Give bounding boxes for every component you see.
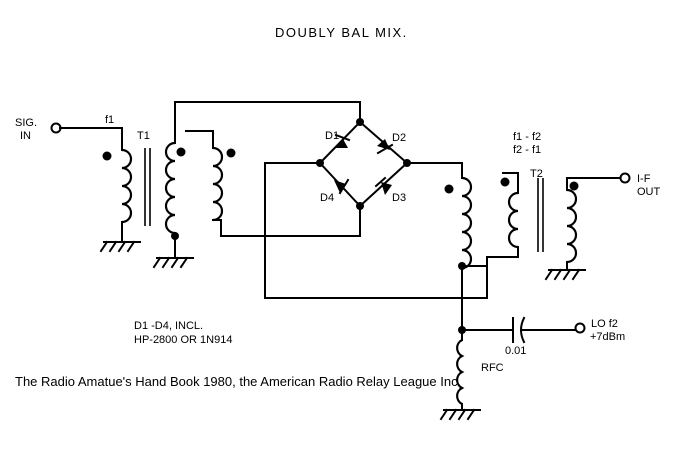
t2-core	[537, 178, 544, 252]
t2-primary-winding	[444, 176, 488, 331]
t1-core	[144, 148, 151, 226]
source-caption: The Radio Amatue's Hand Book 1980, the A…	[15, 374, 461, 389]
diode-note-line2: HP-2800 OR 1N914	[134, 334, 232, 346]
t1-primary-winding	[59, 127, 141, 253]
diode-d3	[374, 176, 392, 195]
lo-capacitor	[512, 316, 578, 344]
d3-label: D3	[392, 192, 406, 204]
diode-d4	[334, 178, 350, 195]
t1-tertiary-winding	[185, 130, 361, 237]
lo-node	[458, 326, 512, 334]
d4-label: D4	[320, 192, 334, 204]
if-out-label-line1: I-F	[637, 173, 651, 185]
f2-minus-f1-label: f2 - f1	[513, 144, 541, 156]
bridge-top-wire	[174, 101, 361, 124]
d1-label: D1	[325, 130, 339, 142]
t2-secondary-winding	[486, 172, 519, 267]
f1-minus-f2-label: f1 - f2	[513, 131, 541, 143]
if-out-terminal	[619, 172, 631, 184]
t1-secondary-winding	[152, 122, 194, 269]
lo-label-line1: LO f2	[591, 318, 618, 330]
diode-d1	[334, 133, 351, 148]
sig-in-label-line2: IN	[20, 130, 31, 142]
diode-ring-bridge	[316, 118, 411, 210]
diode-d2	[376, 139, 394, 155]
d2-label: D2	[392, 132, 406, 144]
capacitor-value-label: 0.01	[505, 345, 526, 357]
t1-label: T1	[137, 130, 150, 142]
bridge-right-wire	[406, 162, 463, 179]
lo-terminal	[574, 322, 586, 334]
if-out-label-line2: OUT	[637, 186, 661, 198]
t2-output-winding	[544, 177, 622, 281]
f1-label: f1	[105, 114, 114, 126]
t2-label: T2	[530, 168, 543, 180]
diode-note-line1: D1 -D4, INCL.	[134, 320, 203, 332]
schematic-title: DOUBLY BAL MIX.	[275, 25, 408, 40]
rfc-label: RFC	[481, 362, 504, 374]
bridge-left-return-wire	[264, 162, 488, 299]
sig-in-label-line1: SIG.	[15, 117, 37, 129]
rfc-choke	[439, 329, 481, 421]
lo-label-line2: +7dBm	[590, 331, 625, 343]
